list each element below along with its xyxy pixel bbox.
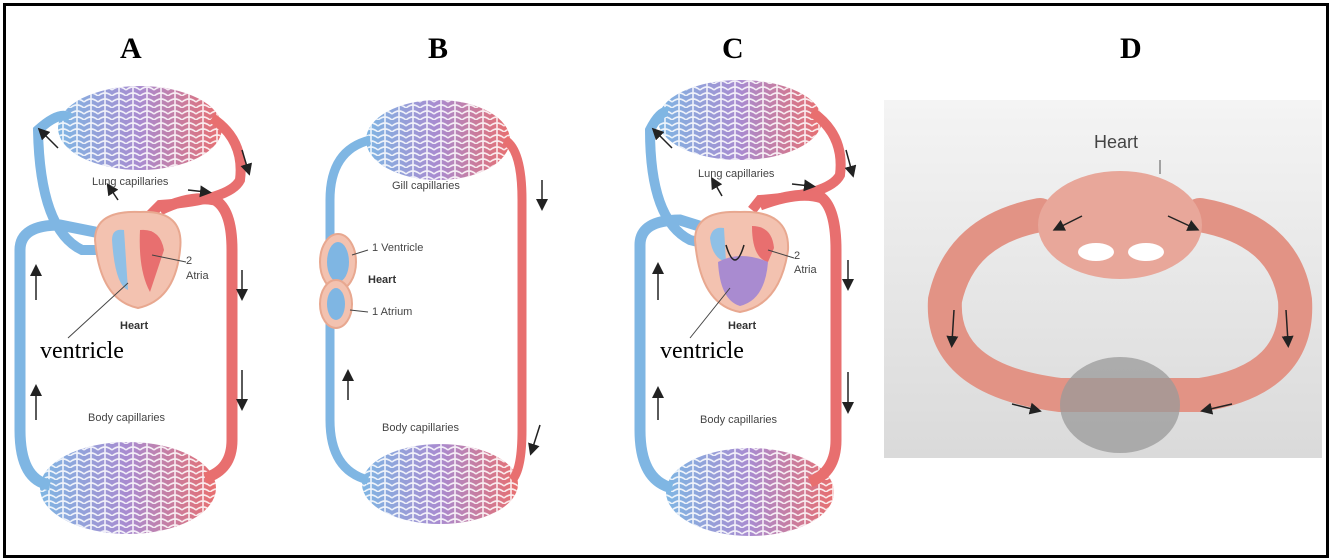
panel-c-body-capillaries	[666, 448, 834, 536]
panel-a-lung-capillaries-label: Lung capillaries	[92, 176, 168, 188]
panel-c-ventricle-label: ventricle	[660, 338, 744, 365]
panel-b-heart	[320, 234, 356, 328]
panel-c-lung-capillaries-label: Lung capillaries	[698, 168, 774, 180]
panel-a-arrow	[110, 188, 118, 200]
panel-d-letter: D	[1120, 32, 1142, 66]
panel-b-body-capillaries	[362, 444, 518, 524]
panel-a-body-capillaries-label: Body capillaries	[88, 412, 165, 424]
panel-b-arrow	[532, 425, 540, 450]
panel-b-body-capillaries-label: Body capillaries	[382, 422, 459, 434]
panel-c-letter: C	[722, 32, 744, 66]
panel-a-arrow	[188, 190, 206, 192]
panel-a-atria-count: 2	[186, 255, 192, 267]
panel-b-atrium-label: 1 Atrium	[372, 306, 412, 318]
panel-a-lung-capillaries	[58, 86, 222, 170]
panel-a-ventricle-leader	[68, 283, 128, 338]
panel-d	[884, 100, 1322, 458]
panel-c-lung-capillaries	[658, 80, 822, 160]
panel-a-heart-label: Heart	[120, 320, 148, 332]
panel-d-lower-structure	[1060, 357, 1180, 453]
panel-b-heart-label: Heart	[368, 274, 396, 286]
panel-a-body-capillaries	[40, 442, 216, 534]
panel-d-opening	[1078, 243, 1114, 261]
panel-b-atrium-leader	[350, 310, 368, 312]
panel-b-ventricle-label: 1 Ventricle	[372, 242, 423, 254]
panel-b-gill-capillaries-label: Gill capillaries	[392, 180, 460, 192]
panel-c	[640, 80, 852, 536]
panel-c-ventricle-leader	[690, 288, 730, 338]
panel-c-arrow	[846, 150, 852, 172]
panel-c-atria-count: 2	[794, 250, 800, 262]
panel-a-ventricle-label: ventricle	[40, 338, 124, 365]
panel-c-body-capillaries-label: Body capillaries	[700, 414, 777, 426]
panel-c-atria-label: Atria	[794, 264, 817, 276]
panel-c-heart	[695, 212, 788, 312]
panel-a-letter: A	[120, 32, 142, 66]
panel-b-letter: B	[428, 32, 448, 66]
panel-b-gill-capillaries	[366, 100, 510, 180]
panel-a-heart	[95, 212, 181, 308]
panel-a	[20, 86, 248, 534]
panel-d-heart-label: Heart	[1094, 132, 1138, 153]
panel-b-artery	[505, 140, 522, 480]
panel-c-arrow	[792, 184, 810, 186]
panel-c-heart-label: Heart	[728, 320, 756, 332]
panel-a-atria-label: Atria	[186, 270, 209, 282]
panel-a-arrow	[42, 132, 58, 148]
panel-c-arrow	[714, 182, 722, 196]
panel-d-opening	[1128, 243, 1164, 261]
panel-b	[320, 100, 542, 524]
